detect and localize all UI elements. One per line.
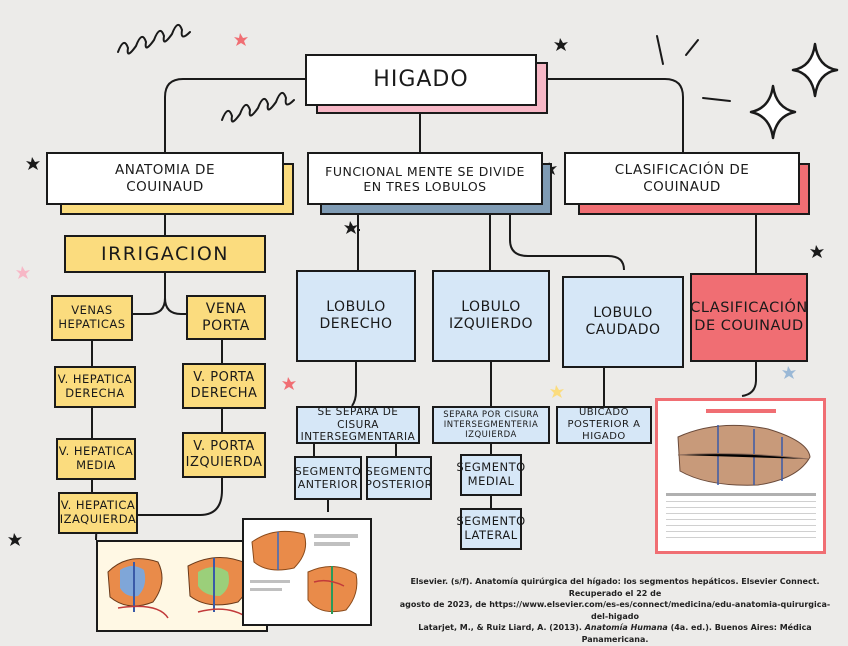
irrigacion-node: IRRIGACION (64, 235, 266, 273)
segmento-anterior-node: SEGMENTO ANTERIOR (294, 456, 362, 500)
couinaud-classification-image (658, 401, 823, 551)
clasificacion-couinaud-node: CLASIFICACIÓN DE COUINAUD (690, 273, 808, 362)
couinaud-classification-illustration (655, 398, 826, 554)
doodles (117, 23, 731, 123)
v-porta-derecha-node: V. PORTA DERECHA (182, 363, 266, 409)
caudado-description-node: UBICADO POSTERIOR A HIGADO (556, 406, 652, 444)
citation-line-3-title: Anatomía Humana (584, 623, 668, 633)
liver-vessels-illustration (96, 540, 268, 632)
segmento-posterior-node: SEGMENTO POSTERIOR (365, 456, 432, 500)
liver-segments-illustration (242, 518, 372, 626)
izquierdo-description-node: SEPARA POR CISURA INTERSEGMENTERIA IZQUI… (432, 406, 550, 444)
v-porta-izquierda-node: V. PORTA IZQUIERDA (182, 432, 266, 478)
v-hepatica-derecha-node: V. HEPATICA DERECHA (54, 366, 136, 408)
liver-vessels-image (98, 542, 266, 630)
citation-line-3: Latarjet, M., & Ruiz Liard, A. (2013). A… (392, 622, 838, 645)
anatomia-couinaud-header: ANATOMIA DE COUINAUD (46, 152, 284, 205)
citation-line-3-pre: Latarjet, M., & Ruiz Liard, A. (2013). (418, 623, 585, 633)
citation-line-1: Elsevier. (s/f). Anatomía quirúrgica del… (410, 577, 820, 598)
citation: Elsevier. (s/f). Anatomía quirúrgica del… (392, 576, 838, 646)
v-hepatica-izquierda-node: V. HEPATICA IZAQUIERDA (58, 492, 138, 534)
lobulo-izquierdo-node: LOBULO IZQUIERDO (432, 270, 550, 362)
segmento-medial-node: SEGMENTO MEDIAL (456, 454, 525, 496)
color-stars (16, 33, 796, 398)
funcional-lobulos-header: FUNCIONAL MENTE SE DIVIDE EN TRES LOBULO… (307, 152, 543, 205)
title-node: HIGADO (305, 54, 537, 106)
derecho-description-node: SE SEPARA DE CISURA INTERSEGMENTARIA (296, 406, 420, 444)
vena-porta-node: VENA PORTA (186, 295, 266, 340)
lobulo-derecho-node: LOBULO DERECHO (296, 270, 416, 362)
lobulo-caudado-node: LOBULO CAUDADO (562, 276, 684, 368)
venas-hepaticas-node: VENAS HEPATICAS (51, 295, 133, 341)
liver-segments-image (244, 520, 370, 624)
sparkles (749, 42, 839, 140)
segmento-lateral-node: SEGMENTO LATERAL (456, 508, 525, 550)
citation-line-2: agosto de 2023, de https://www.elsevier.… (399, 600, 831, 621)
v-hepatica-media-node: V. HEPATICA MEDIA (56, 438, 136, 480)
clasificacion-couinaud-header: CLASIFICACIÓN DE COUINAUD (564, 152, 800, 205)
